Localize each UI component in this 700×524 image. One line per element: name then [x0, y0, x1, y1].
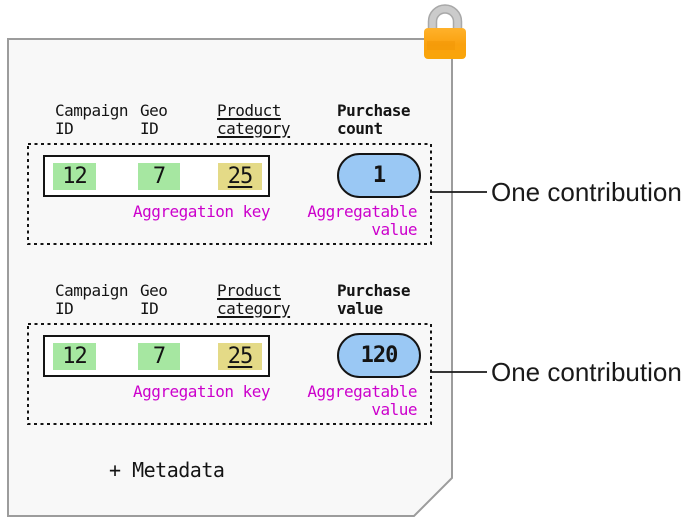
aggregatable-value-bubble: 120: [337, 333, 421, 378]
header-line: ID: [55, 119, 74, 138]
aggregation-key-box: 12 7 25: [43, 155, 270, 197]
one-contribution-annotation: One contribution: [491, 357, 682, 387]
header-line: category: [217, 119, 291, 138]
label-line: value: [371, 220, 417, 239]
header-line: Campaign: [55, 101, 129, 120]
header-line: Purchase: [337, 101, 411, 120]
key-cell-campaign-id: 12: [53, 343, 96, 370]
aggregation-key-label: Aggregation key: [133, 382, 271, 401]
key-cell-geo-id: 7: [138, 343, 180, 370]
label-line: Aggregatable: [307, 382, 417, 401]
header-line: ID: [55, 299, 74, 318]
key-cell-geo-id: 7: [138, 163, 180, 190]
header-line: ID: [140, 119, 159, 138]
header-line: ID: [140, 299, 159, 318]
key-cell-product-category: 25: [218, 343, 262, 370]
header-line: Geo: [140, 101, 168, 120]
key-cell-campaign-id: 12: [53, 163, 96, 190]
header-line: Campaign: [55, 281, 129, 300]
aggregatable-value-bubble: 1: [337, 153, 421, 198]
lock-icon: [424, 4, 466, 59]
header-line: value: [337, 299, 383, 318]
label-line: Aggregatable: [307, 202, 417, 221]
header-line: Product: [217, 101, 281, 120]
metadata-label: + Metadata: [109, 458, 225, 482]
header-line: Product: [217, 281, 281, 300]
key-cell-product-category: 25: [218, 163, 262, 190]
header-line: category: [217, 299, 291, 318]
aggregation-key-label: Aggregation key: [133, 202, 271, 221]
one-contribution-annotation: One contribution: [491, 177, 682, 207]
header-line: Purchase: [337, 281, 411, 300]
label-line: value: [371, 400, 417, 419]
aggregation-key-box: 12 7 25: [43, 335, 270, 377]
header-line: count: [337, 119, 383, 138]
contribution-box-2: [27, 323, 432, 425]
header-line: Geo: [140, 281, 168, 300]
contribution-box-1: [27, 143, 432, 245]
